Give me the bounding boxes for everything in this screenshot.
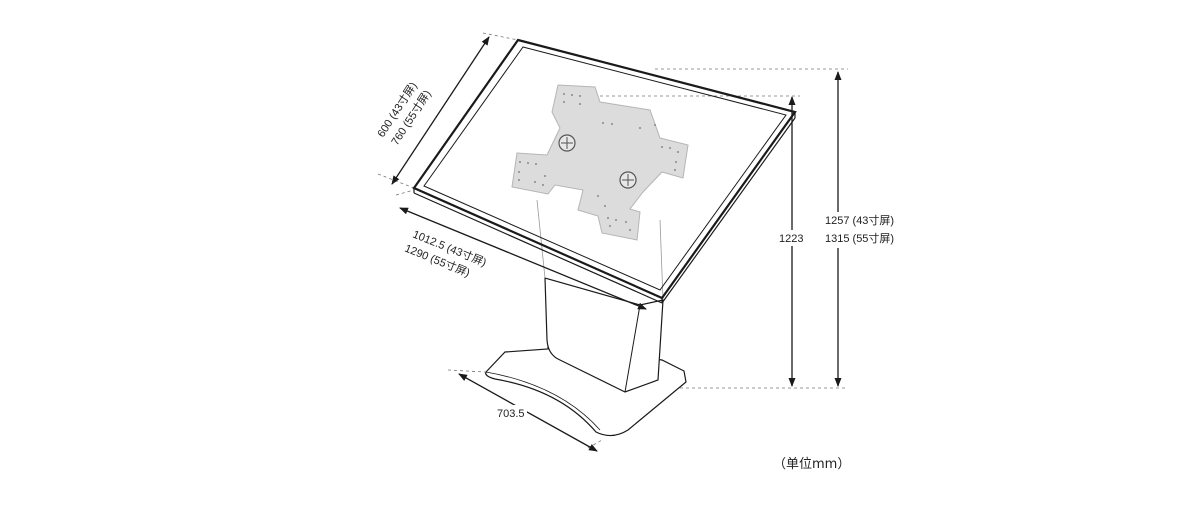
mount-hole-right — [619, 171, 637, 189]
base-width-label: 703.5 — [497, 408, 525, 420]
screen-height-arrow — [391, 36, 490, 185]
overall-height-label-43: 1257 (43寸屏) — [825, 213, 894, 227]
unit-label: （单位mm） — [773, 457, 850, 472]
screen-width-arrow — [399, 207, 647, 310]
bracket-height-label: 1223 — [779, 233, 803, 245]
mount-hole-left — [558, 134, 576, 152]
vesa-mount-plate — [511, 84, 689, 241]
base-width-arrow — [458, 373, 598, 452]
overall-height-label-55: 1315 (55寸屏) — [825, 231, 894, 245]
